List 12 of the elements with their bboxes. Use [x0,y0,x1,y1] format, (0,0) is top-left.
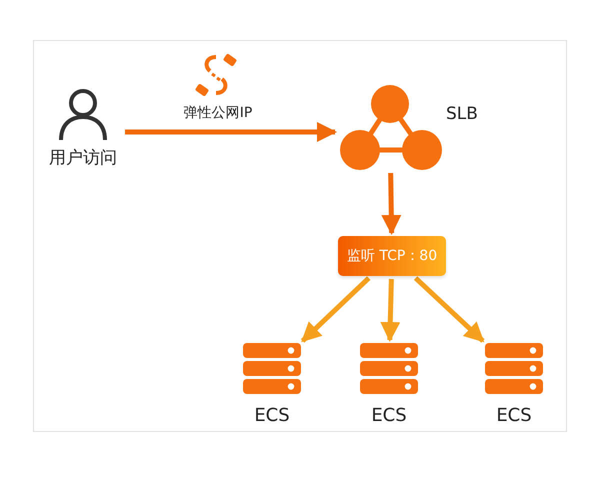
edge-label: 弹性公网IP [182,104,254,122]
arrow [300,276,370,343]
arrow [414,276,485,343]
node-label: 用户访问 [48,148,118,168]
node-label: ECS [495,405,533,427]
node-label: ECS [253,405,291,427]
listener-box: 监听 TCP：80 [338,236,446,276]
node-label: ECS [370,405,408,427]
arrow [380,278,400,342]
arrow [381,172,402,235]
arrow [125,122,337,142]
node-label: SLB [446,104,478,124]
